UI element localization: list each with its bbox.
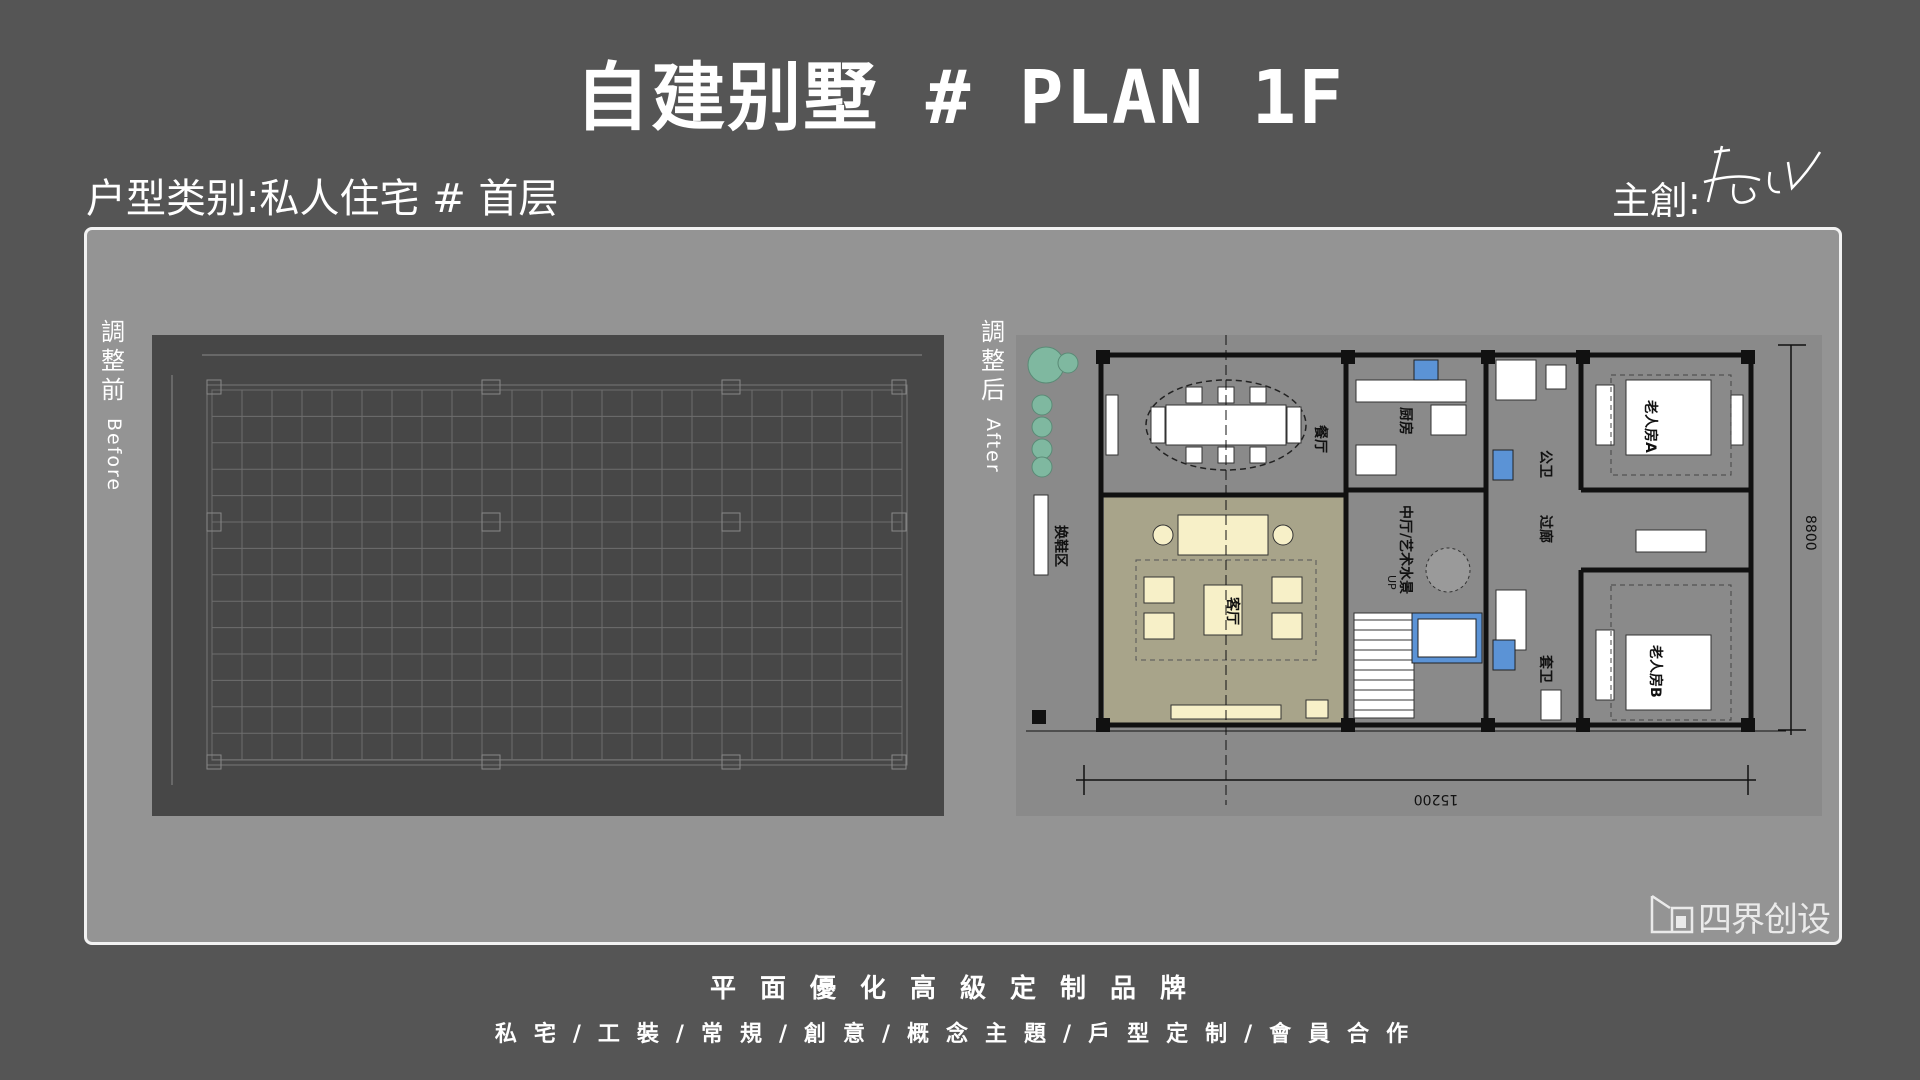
after-label-en: After — [982, 418, 1004, 474]
room-label-elder-b: 老人房B — [1647, 645, 1664, 698]
room-label-foyer: 换鞋区 — [1052, 525, 1069, 567]
room-label-elder-a: 老人房A — [1642, 400, 1659, 453]
layout-category: 户型类别:私人住宅 # 首层 — [86, 176, 559, 222]
room-label-living: 客厅 — [1224, 596, 1241, 625]
brand-tagline: 平面優化高級定制品牌 — [709, 974, 1210, 1004]
brand-logo: 四界创设 — [1648, 890, 1831, 940]
room-label-suite-wc: 套卫 — [1537, 655, 1554, 683]
room-label-public-wc: 公卫 — [1537, 450, 1553, 478]
room-label-hall: 中厅/艺术水景 — [1397, 505, 1414, 594]
room-label-dining: 餐厅 — [1312, 424, 1329, 453]
room-label-kitchen: 厨房 — [1397, 407, 1414, 435]
page-title: 自建别墅 # PLAN 1F — [575, 55, 1345, 141]
room-label-corridor: 过廊 — [1537, 515, 1554, 543]
after-floor-plan: 餐厅 厨房 公卫 老人房A 换鞋区 客厅 中厅/艺术水景 过廊 套卫 老人房B … — [1016, 335, 1822, 816]
brand-name: 四界创设 — [1698, 900, 1831, 940]
designer-signature — [1703, 145, 1822, 204]
dimension-depth: 8800 — [1802, 515, 1818, 551]
services-list: 私宅/工裝/常規/創意/概念主題/戶型定制/會員合作 — [494, 1022, 1426, 1047]
stair-up-label: UP — [1385, 575, 1398, 590]
before-label: 調整前 — [101, 318, 125, 404]
before-label-en: Before — [103, 418, 125, 493]
before-floor-plan — [152, 335, 944, 816]
after-label: 調整后 — [981, 318, 1005, 404]
dimension-width: 15200 — [1414, 791, 1459, 807]
designer-label: 主創: — [1612, 179, 1701, 223]
